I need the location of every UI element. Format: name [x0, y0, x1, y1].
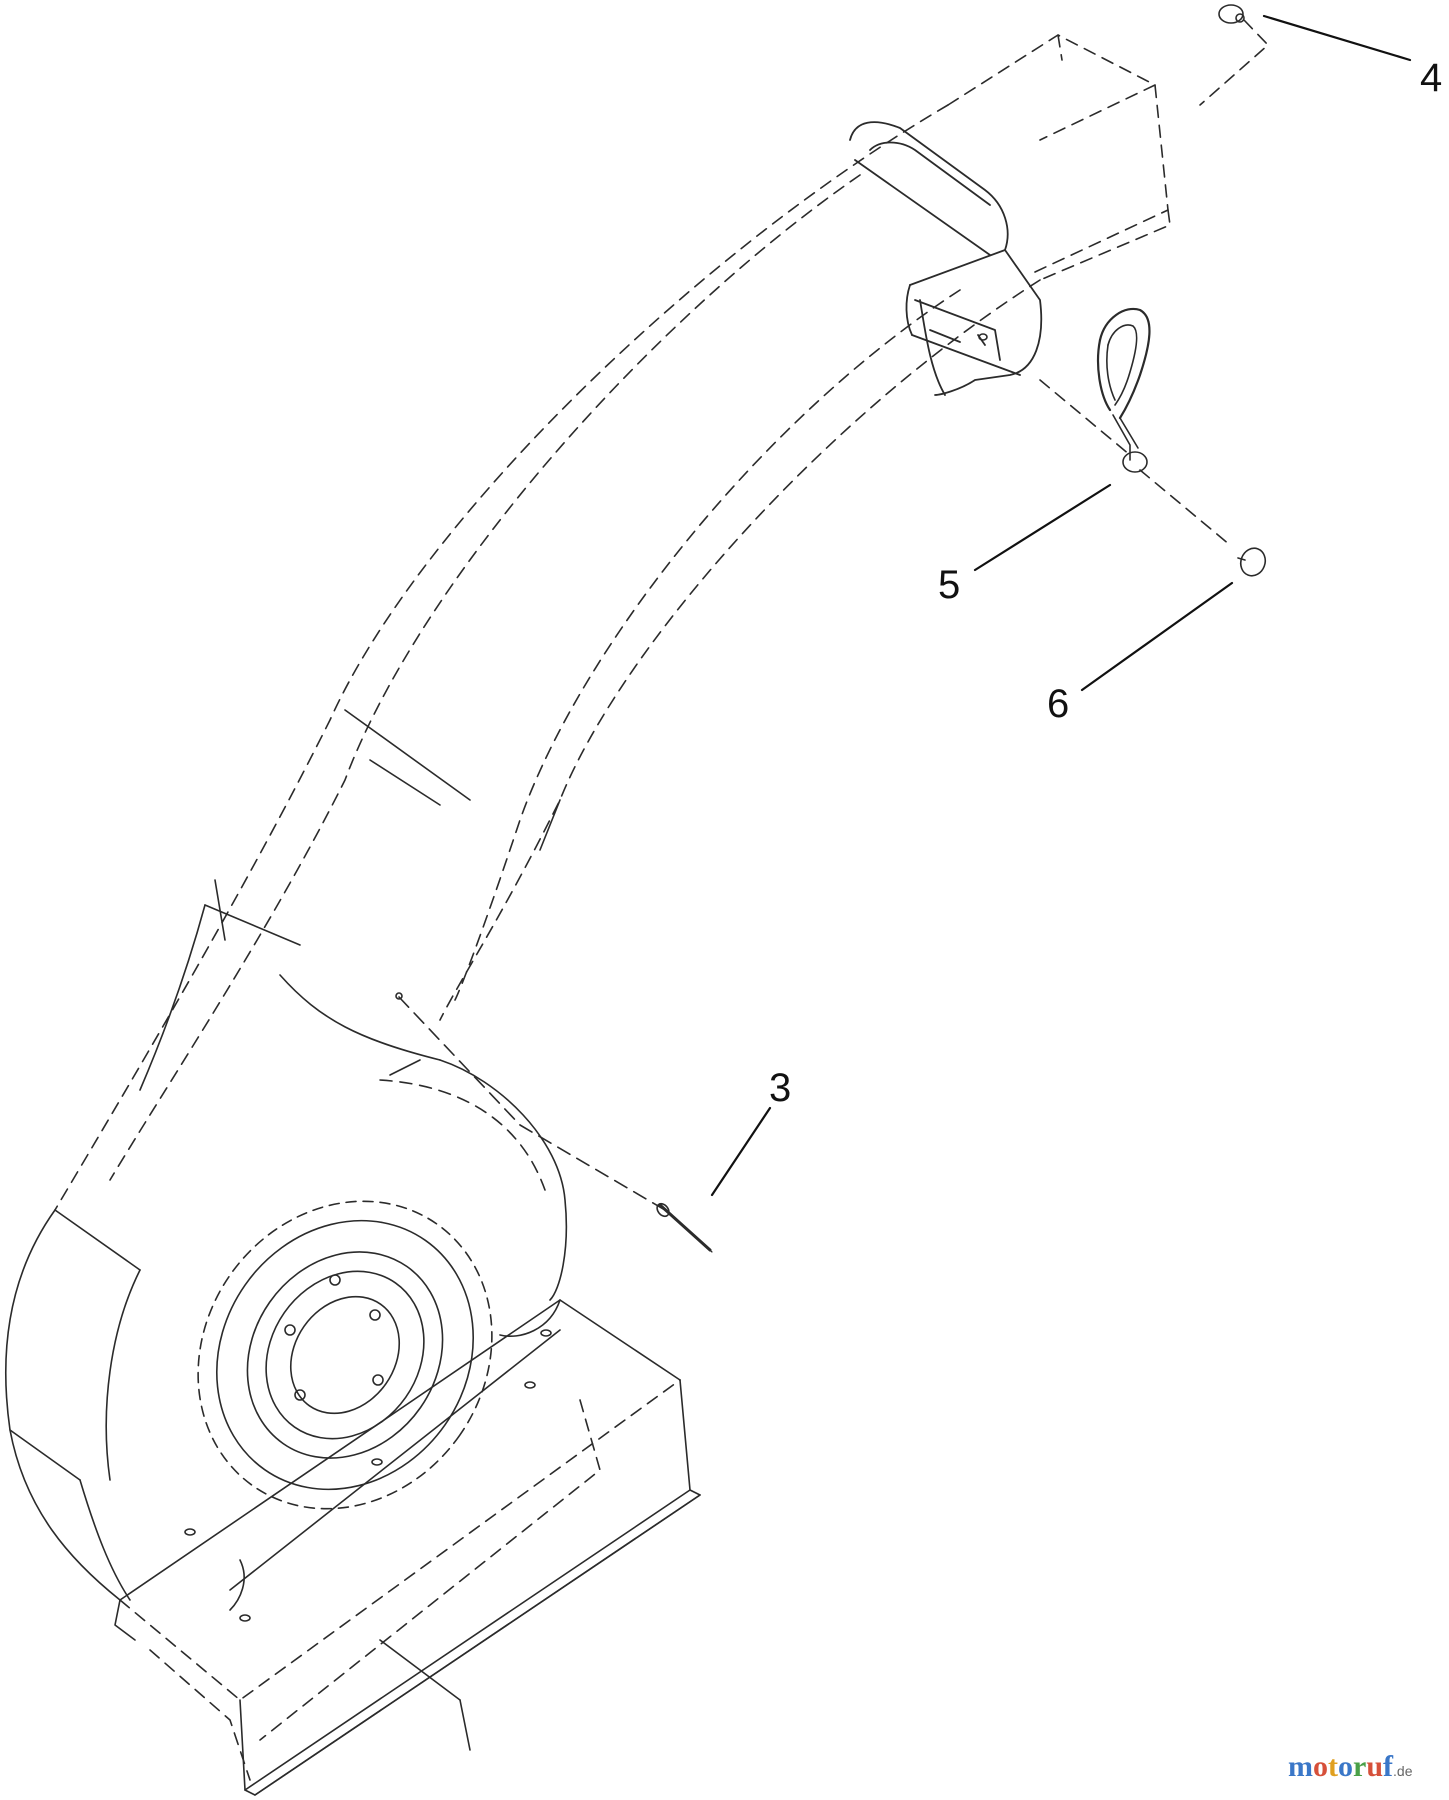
plug-part-6	[1237, 547, 1267, 577]
callout-label-3: 3	[769, 1066, 792, 1110]
rivet-part-3	[395, 992, 713, 1253]
tube-grip	[849, 121, 1043, 396]
blower-tube	[4, 34, 1171, 1601]
leader-lines	[710, 14, 1412, 1197]
watermark-suffix: .de	[1393, 1763, 1413, 1779]
screw-part-4	[1199, 4, 1269, 106]
callout-label-5: 5	[938, 563, 961, 607]
hanger-ring-part-5	[1039, 307, 1231, 546]
outlet-chute	[114, 1299, 701, 1796]
callout-label-6: 6	[1047, 682, 1070, 726]
fan-volute	[197, 1200, 493, 1510]
watermark-text: motoruf	[1288, 1750, 1394, 1783]
watermark: motoruf.de	[1288, 1750, 1412, 1784]
callout-label-4: 4	[1420, 56, 1443, 100]
